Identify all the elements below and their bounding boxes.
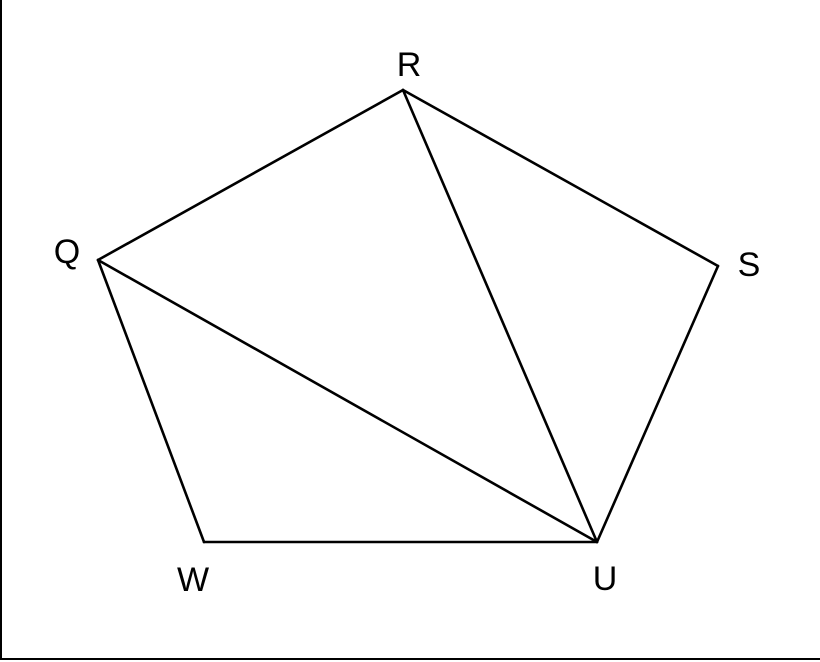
vertex-label-u: U [593,560,618,598]
edge-s-u [595,264,720,544]
edge-q-r [96,88,405,262]
vertex-label-r: R [397,46,422,84]
vertex-label-q: Q [54,233,80,271]
diagonal-r-u [401,88,599,544]
vertex-label-w: W [177,561,209,599]
diagonal-q-u [96,258,599,544]
edge-r-s [401,88,720,268]
vertex-label-s: S [738,246,761,284]
edge-w-q [96,258,206,544]
